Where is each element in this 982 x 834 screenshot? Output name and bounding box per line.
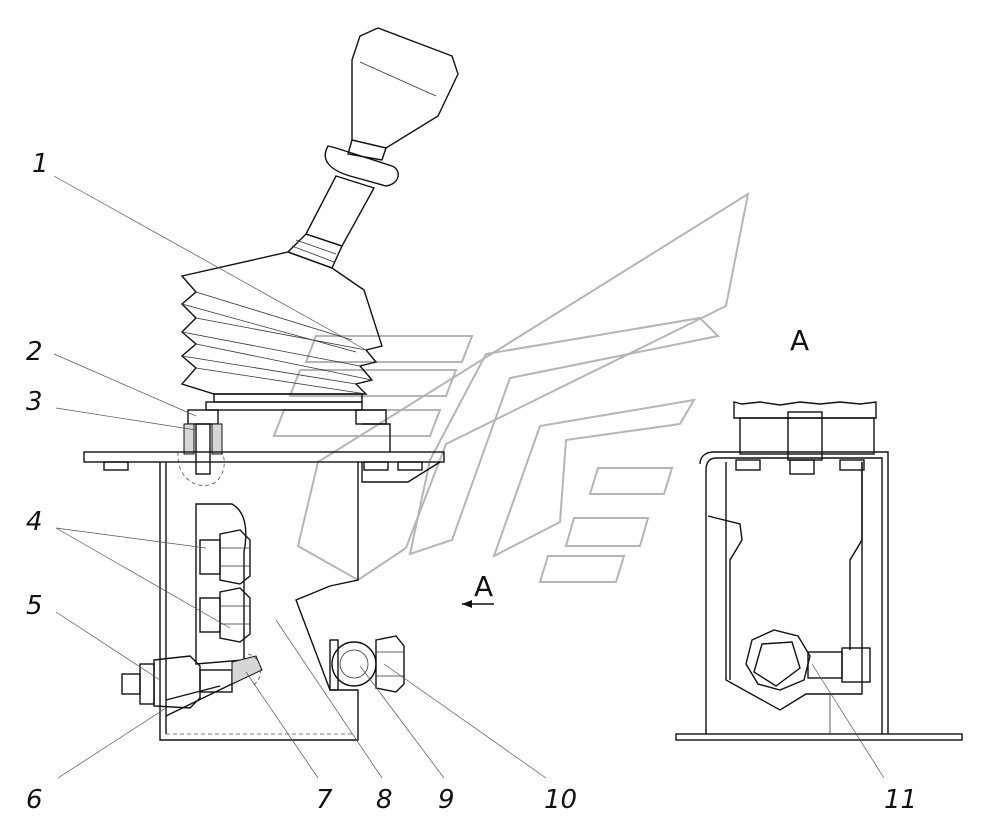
callout-8: 8	[376, 785, 393, 815]
callout-7: 7	[316, 785, 333, 815]
banjo-fitting	[329, 635, 405, 693]
leader-lines	[53, 175, 885, 779]
side-fitting	[121, 653, 263, 709]
rubber-boot	[180, 251, 383, 395]
callout-11: 11	[884, 785, 917, 815]
section-arrow: A	[462, 570, 494, 608]
callout-5: 5	[26, 591, 43, 621]
mounting-plate	[83, 423, 445, 483]
callout-6: 6	[26, 785, 43, 815]
view-a-title: A	[790, 324, 809, 357]
callout-2: 2	[26, 337, 43, 367]
mounting-bolt	[177, 423, 225, 486]
callout-4: 4	[26, 507, 43, 537]
callout-labels: 1 2 3 4 5 6 7 8 9 10 11	[26, 149, 917, 815]
callout-1: 1	[32, 149, 49, 179]
callout-10: 10	[544, 785, 577, 815]
section-arrow-label: A	[474, 570, 493, 603]
callout-3: 3	[26, 387, 43, 417]
retaining-plate	[187, 393, 387, 425]
view-a: A	[675, 324, 963, 741]
lever-handle	[286, 27, 459, 269]
watermark-logo	[272, 191, 750, 583]
hydraulic-fitting-upper	[199, 529, 251, 585]
callout-9: 9	[438, 785, 455, 815]
hydraulic-fitting-lower	[199, 587, 251, 643]
